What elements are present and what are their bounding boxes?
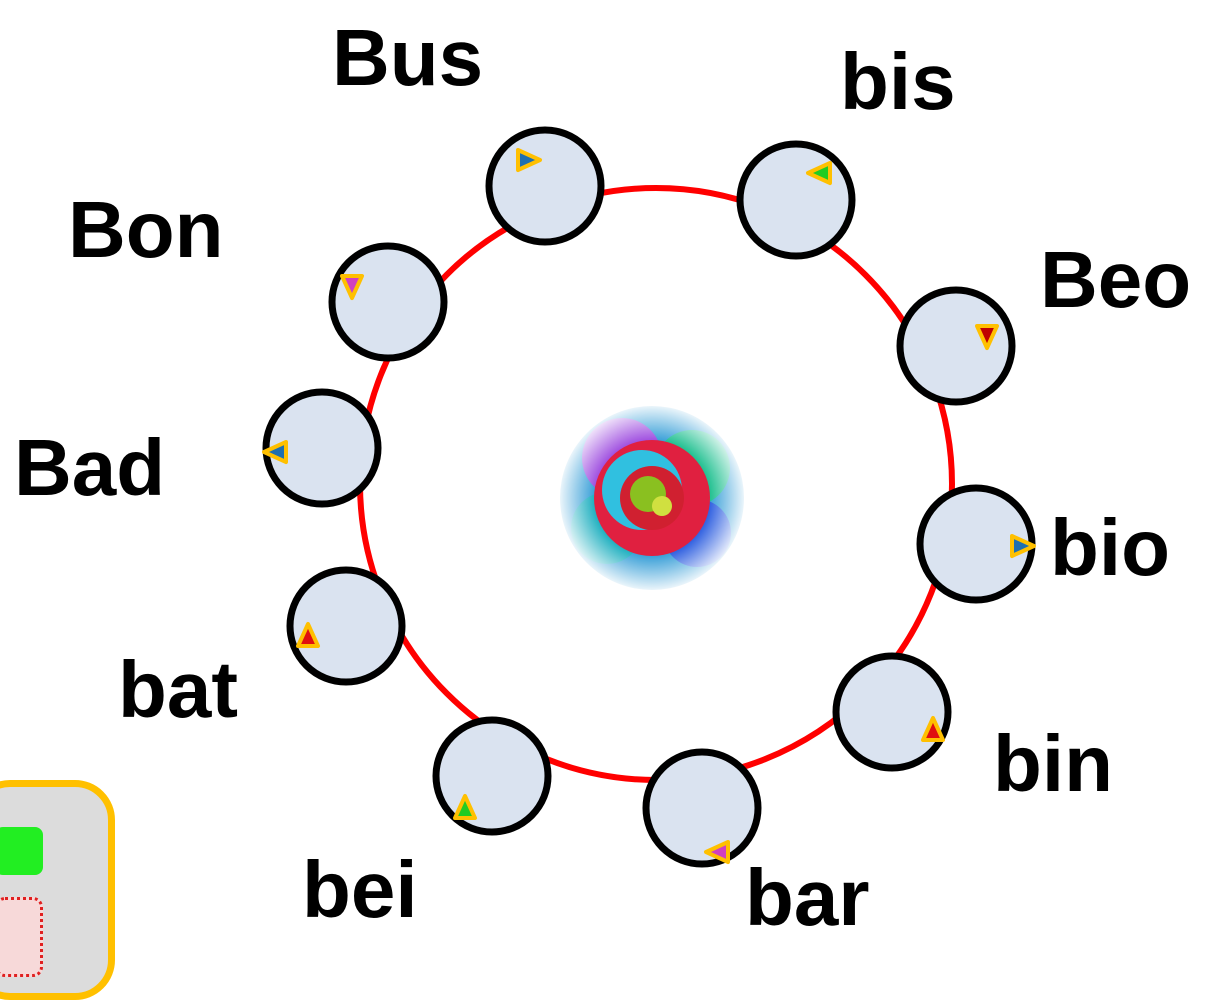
pointer-arrow-icon bbox=[921, 716, 945, 742]
bubble-bei[interactable] bbox=[432, 716, 552, 836]
game-board bbox=[262, 126, 1036, 868]
flower-icon bbox=[556, 402, 748, 594]
bubble-bad[interactable] bbox=[262, 388, 382, 508]
bubble-beo[interactable] bbox=[896, 286, 1016, 406]
pointer-arrow-icon bbox=[975, 324, 999, 350]
bubble-bis[interactable] bbox=[736, 140, 856, 260]
word-label-bus[interactable]: Bus bbox=[332, 13, 484, 102]
bubble-bat[interactable] bbox=[286, 566, 406, 686]
side-panel bbox=[0, 780, 115, 1000]
pointer-arrow-icon bbox=[704, 840, 730, 864]
pointer-arrow-icon bbox=[296, 622, 320, 648]
green-token[interactable] bbox=[0, 827, 43, 875]
word-label-bat[interactable]: bat bbox=[118, 645, 238, 734]
bubble-bin[interactable] bbox=[832, 652, 952, 772]
word-label-bad[interactable]: Bad bbox=[14, 423, 166, 512]
word-label-bis[interactable]: bis bbox=[840, 37, 956, 126]
pointer-arrow-icon bbox=[1010, 534, 1036, 558]
word-label-beo[interactable]: Beo bbox=[1040, 235, 1192, 324]
drop-slot[interactable] bbox=[0, 897, 43, 977]
word-label-bar[interactable]: bar bbox=[745, 853, 870, 942]
word-label-bio[interactable]: bio bbox=[1050, 503, 1170, 592]
pointer-arrow-icon bbox=[262, 440, 288, 464]
pointer-arrow-icon bbox=[340, 274, 364, 300]
bubble-bus[interactable] bbox=[485, 126, 605, 246]
bubble-bar[interactable] bbox=[642, 748, 762, 868]
word-label-bon[interactable]: Bon bbox=[68, 185, 224, 274]
word-label-bei[interactable]: bei bbox=[302, 845, 418, 934]
pointer-arrow-icon bbox=[516, 148, 542, 172]
bubble-bon[interactable] bbox=[328, 242, 448, 362]
pointer-arrow-icon bbox=[453, 794, 477, 820]
word-label-bin[interactable]: bin bbox=[993, 719, 1113, 808]
pointer-arrow-icon bbox=[806, 161, 832, 185]
